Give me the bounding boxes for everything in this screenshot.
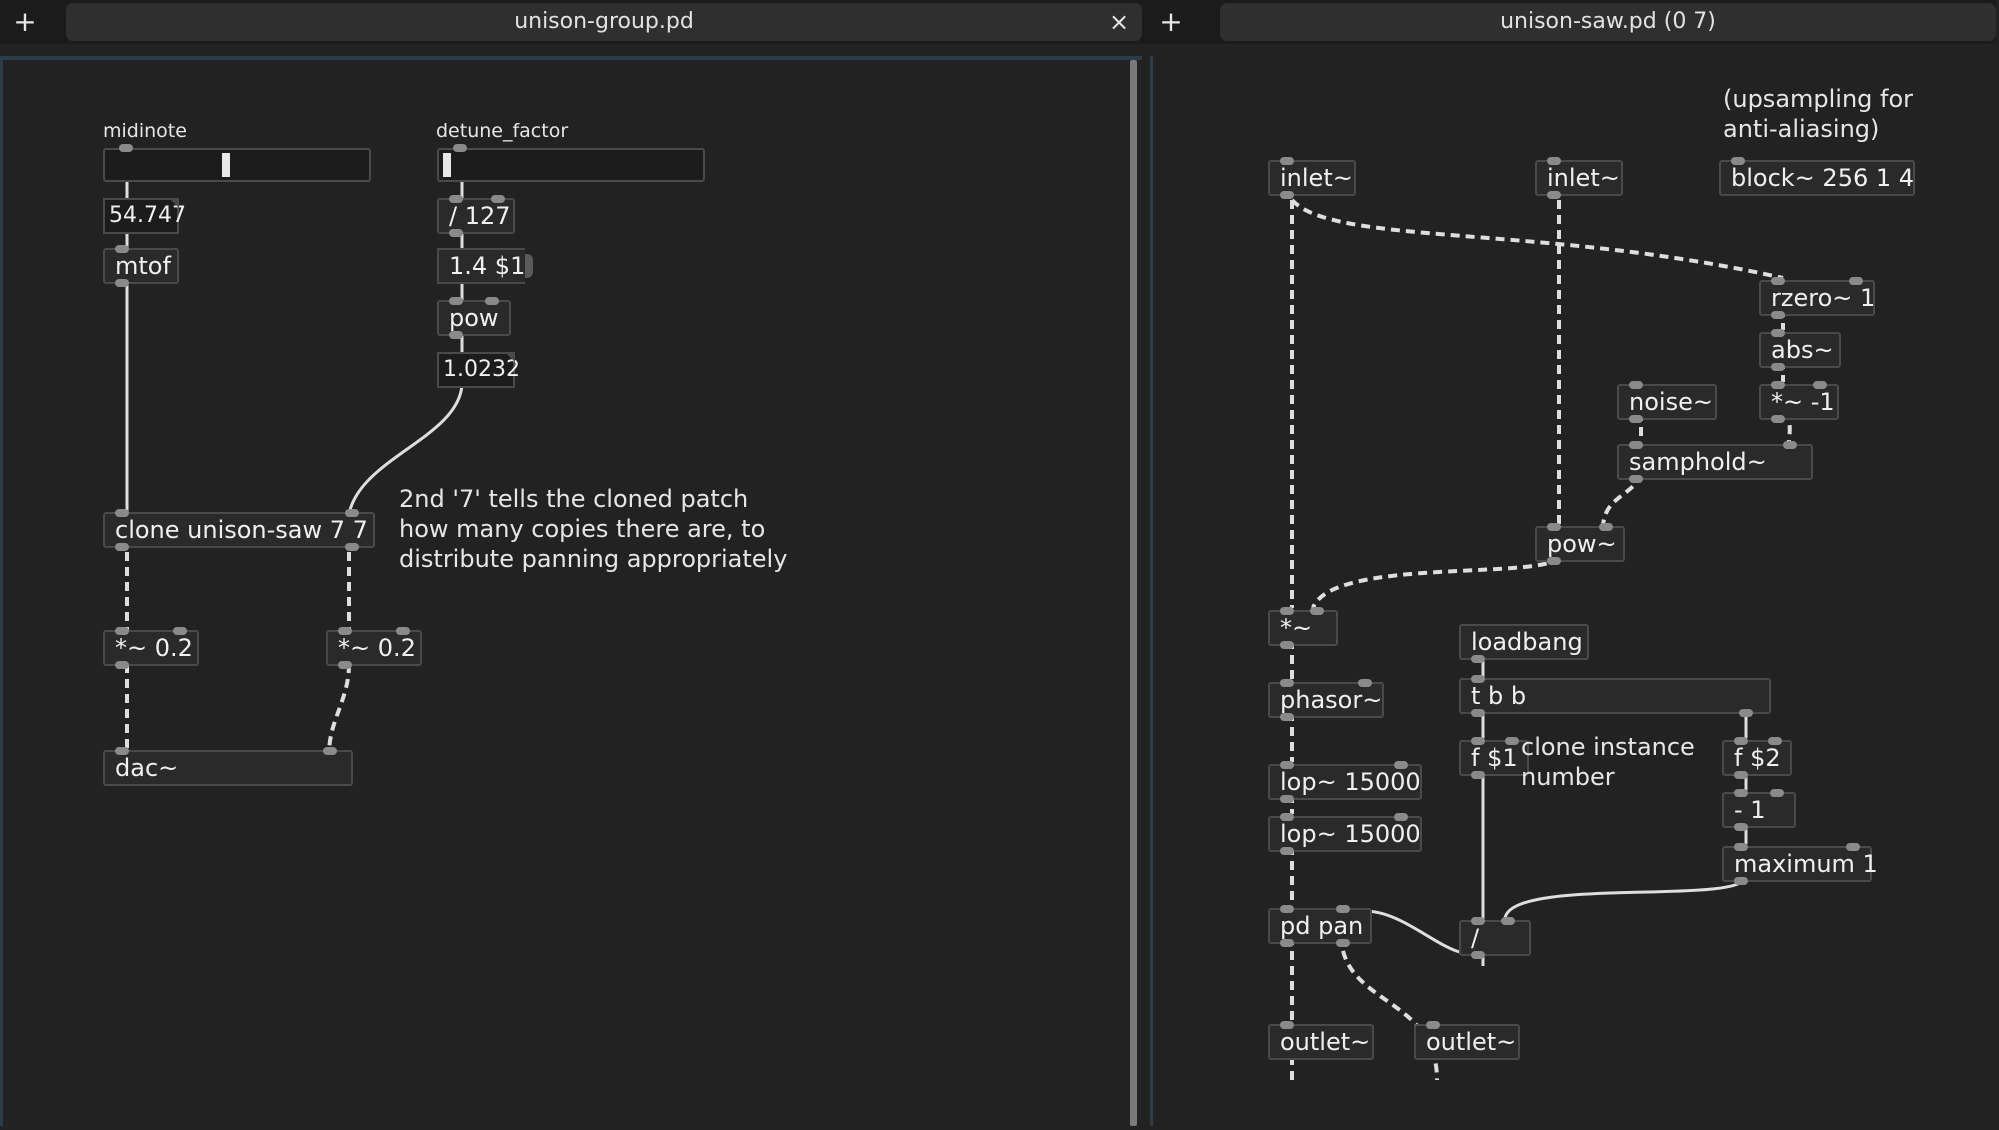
object-float-instance[interactable]: f $1 <box>1459 737 1529 779</box>
object-abs[interactable]: abs~ <box>1759 329 1841 371</box>
tab-unison-saw[interactable]: unison-saw.pd (0 7) <box>1220 3 1996 41</box>
object-pow[interactable]: pow <box>437 297 511 339</box>
new-tab-icon[interactable]: + <box>1159 5 1183 38</box>
object-lowpass-1[interactable]: lop~ 15000 <box>1268 761 1422 803</box>
object-inlet-2[interactable]: inlet~ <box>1535 157 1623 199</box>
comment-clone-panning: 2nd '7' tells the cloned patch how many … <box>399 485 788 573</box>
detune-factor-label: detune_factor <box>436 120 569 142</box>
detune-factor-slider[interactable] <box>437 144 705 182</box>
object-mul-right[interactable]: *~ 0.2 <box>326 627 422 669</box>
patch-canvas-right[interactable]: (upsampling for anti-aliasing) inlet~ in… <box>1150 56 1996 1126</box>
patch-cords-right <box>1290 198 1792 1081</box>
close-icon[interactable]: × <box>1108 8 1130 36</box>
object-clone-unison-saw[interactable]: clone unison-saw 7 7 <box>103 509 375 551</box>
tabbar-left: + unison-group.pd × <box>0 0 1148 44</box>
midinote-slider[interactable] <box>103 144 371 182</box>
patch-cords-left <box>125 181 464 755</box>
number-box-detune[interactable]: 1.0232 <box>437 352 520 388</box>
signal-cord <box>327 663 351 755</box>
object-phasor[interactable]: phasor~ <box>1268 679 1384 721</box>
slider-knob[interactable] <box>222 153 231 177</box>
object-float-count[interactable]: f $2 <box>1722 737 1792 779</box>
object-mul-signal[interactable]: *~ <box>1268 607 1338 649</box>
object-outlet-2[interactable]: outlet~ <box>1414 1021 1520 1060</box>
object-samphold[interactable]: samphold~ <box>1617 441 1813 483</box>
patch-canvas-left[interactable]: midinote detune_factor 54.747 mtof / 127… <box>0 56 1142 1126</box>
object-rzero[interactable]: rzero~ 1 <box>1759 277 1875 319</box>
midinote-label: midinote <box>103 120 187 142</box>
comment-upsampling: (upsampling for anti-aliasing) <box>1723 85 1914 143</box>
object-maximum[interactable]: maximum 1 <box>1722 843 1878 885</box>
slider-knob[interactable] <box>443 153 451 177</box>
cord <box>346 384 464 523</box>
tab-title: unison-saw.pd (0 7) <box>1500 9 1716 34</box>
object-noise[interactable]: noise~ <box>1617 381 1717 423</box>
object-dac[interactable]: dac~ <box>103 747 353 786</box>
object-pd-pan[interactable]: pd pan <box>1268 905 1372 947</box>
object-mul-neg1[interactable]: *~ -1 <box>1759 381 1839 423</box>
object-mul-left[interactable]: *~ 0.2 <box>103 627 199 669</box>
signal-cord <box>1290 198 1784 280</box>
vertical-scrollbar[interactable] <box>1130 60 1137 1126</box>
object-mtof[interactable]: mtof <box>103 245 179 287</box>
new-tab-icon[interactable]: + <box>13 5 37 38</box>
object-lowpass-2[interactable]: lop~ 15000 <box>1268 813 1422 855</box>
object-inlet-1[interactable]: inlet~ <box>1268 157 1356 199</box>
object-divide[interactable]: / <box>1459 917 1531 959</box>
message-pow-exponent[interactable]: 1.4 $1 <box>437 248 533 284</box>
number-box-midinote[interactable]: 54.747 <box>103 198 186 234</box>
tabbar-right: + unison-saw.pd (0 7) <box>1148 0 1996 44</box>
object-div-127[interactable]: / 127 <box>437 195 515 237</box>
object-pow-signal[interactable]: pow~ <box>1535 523 1625 565</box>
object-minus-1[interactable]: - 1 <box>1722 789 1796 831</box>
signal-cord <box>1311 554 1561 609</box>
tab-title: unison-group.pd <box>514 9 694 34</box>
object-loadbang[interactable]: loadbang <box>1459 624 1589 663</box>
cord <box>1503 875 1748 919</box>
object-block[interactable]: block~ 256 1 4 <box>1719 157 1915 196</box>
tab-unison-group[interactable]: unison-group.pd × <box>66 3 1142 41</box>
object-outlet-1[interactable]: outlet~ <box>1268 1021 1374 1060</box>
comment-clone-instance: clone instance number <box>1521 733 1695 791</box>
object-trigger-bang-bang[interactable]: t b b <box>1459 675 1771 717</box>
